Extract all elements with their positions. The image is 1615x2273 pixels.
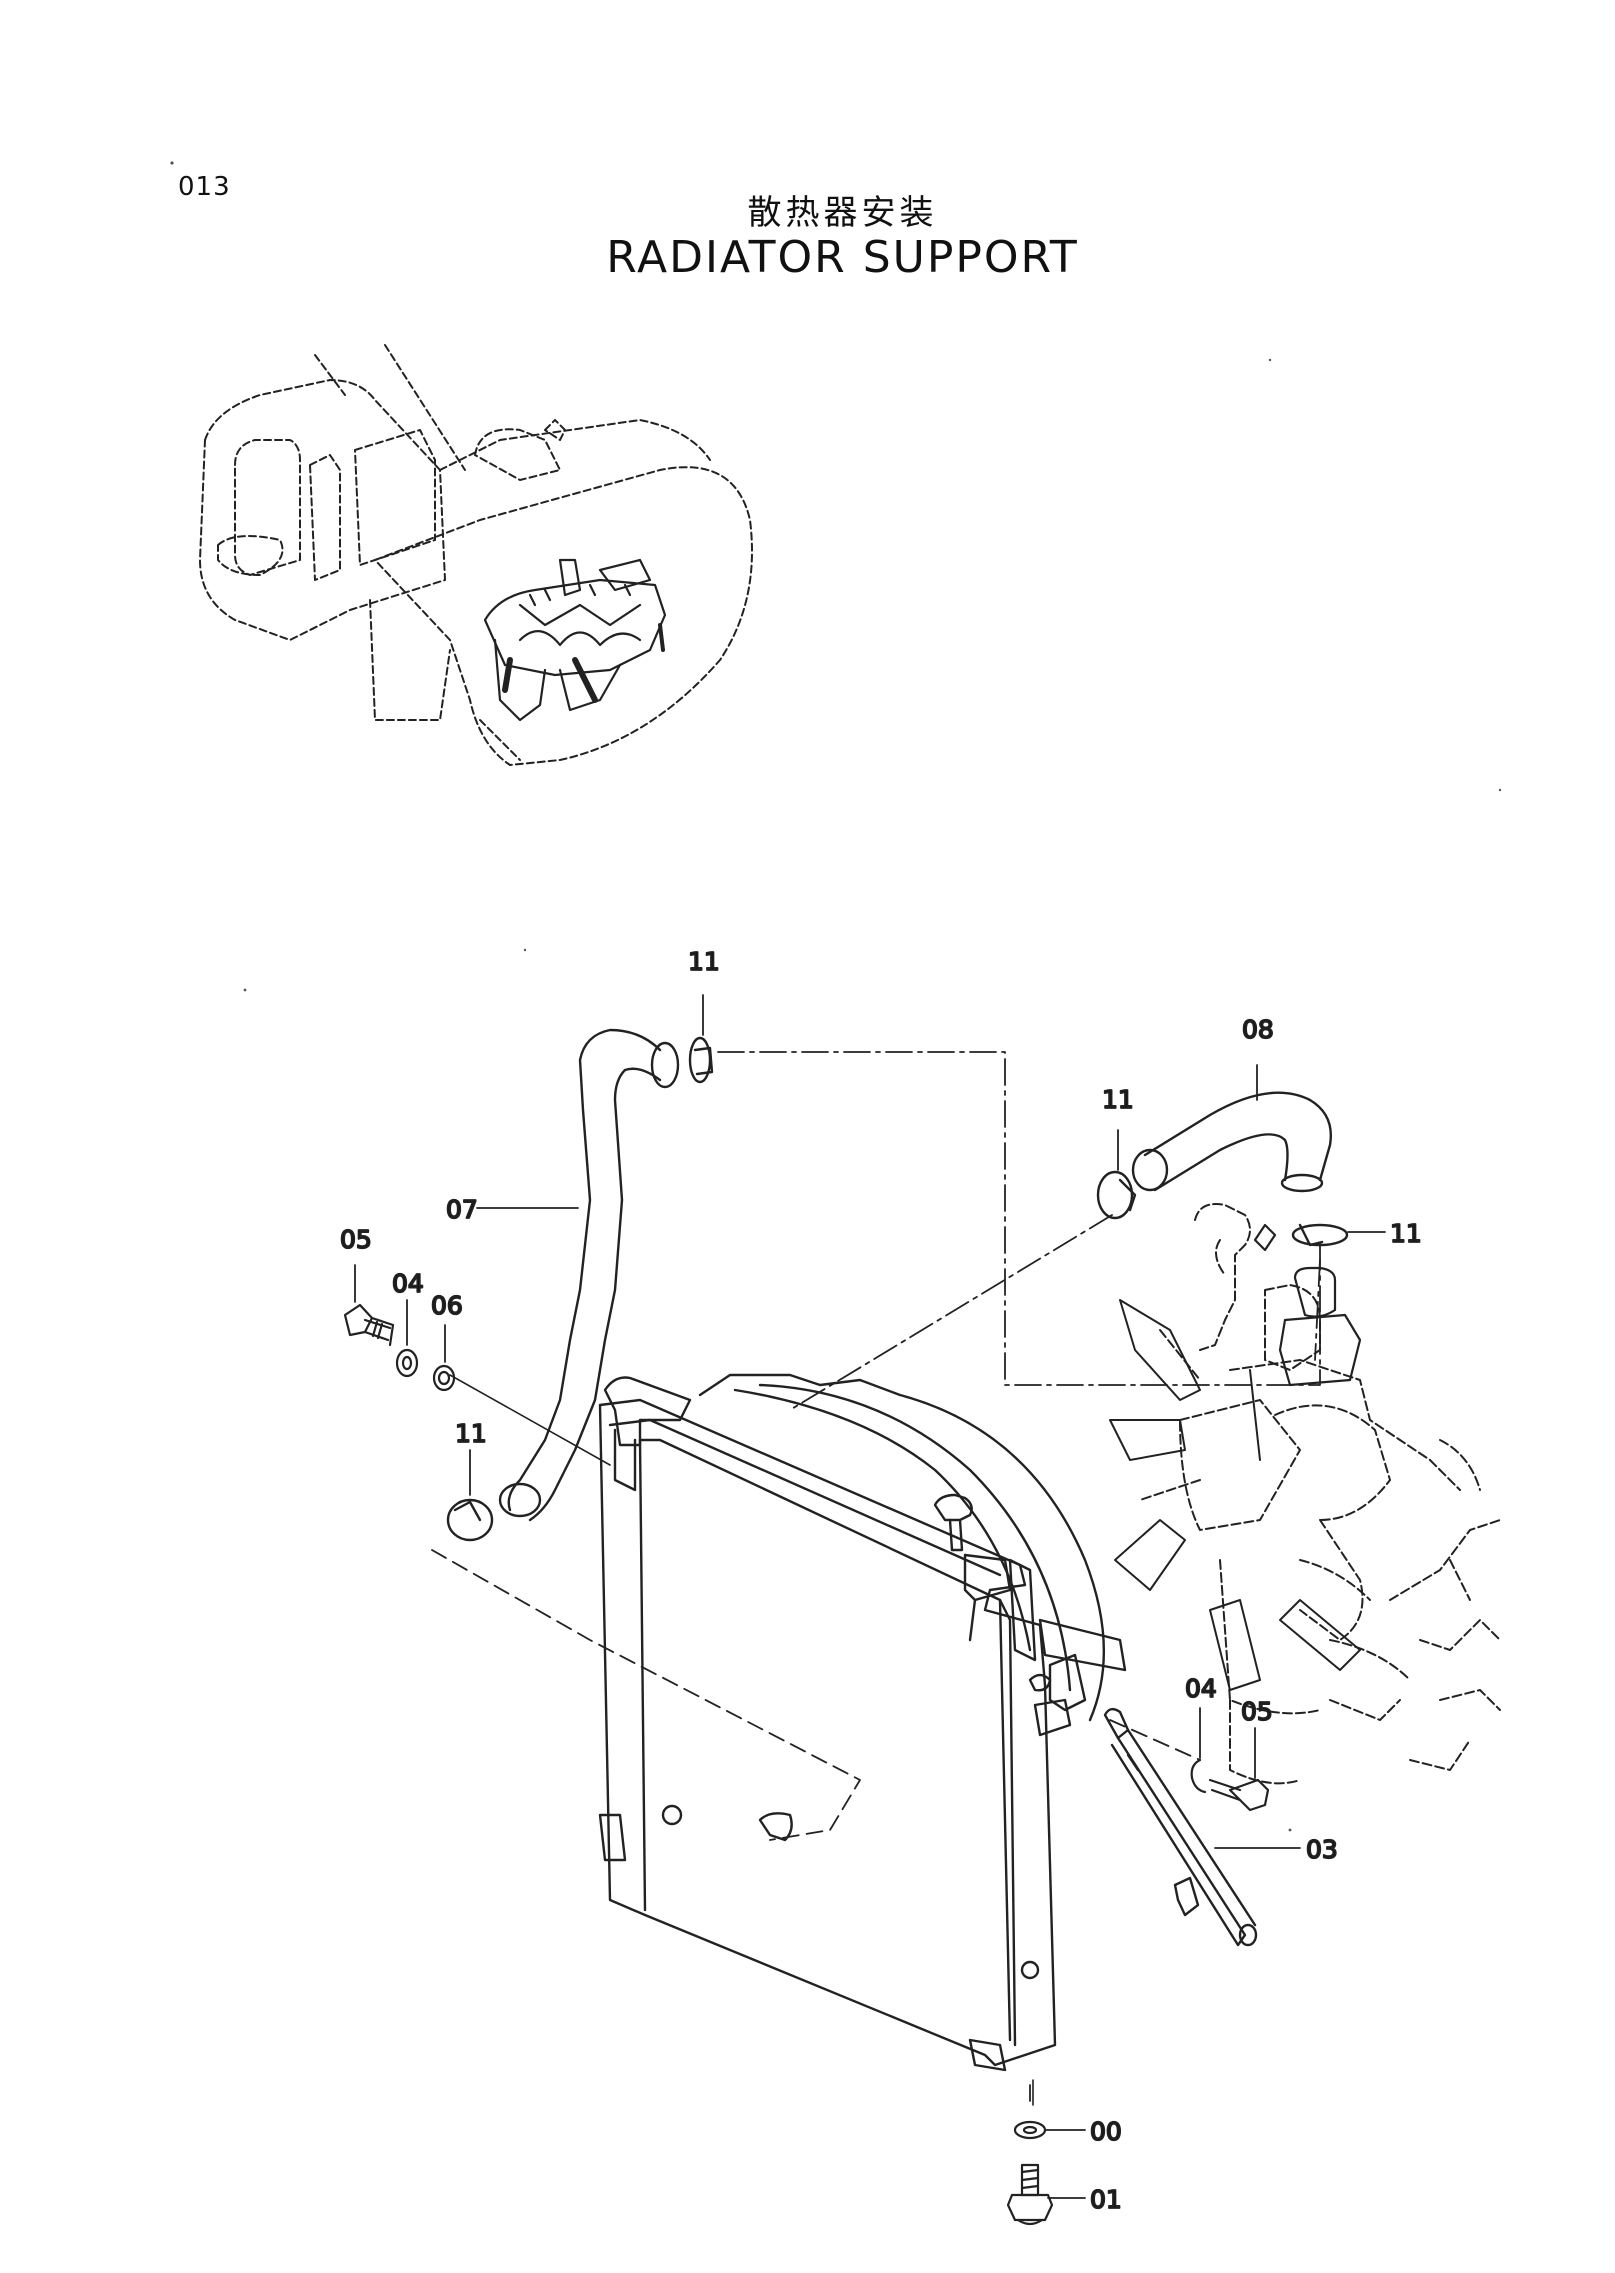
cooling-fan xyxy=(1109,1299,1361,1691)
callout-05-left: 05 xyxy=(340,1225,372,1254)
callout-11-top: 11 xyxy=(688,947,720,976)
lower-hose-08 xyxy=(1131,1091,1332,1193)
leader-guides xyxy=(449,1374,1034,2106)
scan-specks xyxy=(170,161,1502,1832)
callout-06: 06 xyxy=(431,1291,463,1320)
title-chinese: 散热器安装 xyxy=(747,193,938,233)
assembly-lines xyxy=(717,1051,1321,1411)
support-rod-03 xyxy=(1103,1707,1258,1947)
thermostat-housing xyxy=(1249,1223,1362,1461)
callout-04-left: 04 xyxy=(392,1269,424,1298)
hidden-lines xyxy=(431,1549,1201,2106)
page-code: 013 xyxy=(178,172,231,202)
excavator-overview xyxy=(199,344,753,766)
callout-11-upper-right: 11 xyxy=(1102,1085,1134,1114)
callout-03: 03 xyxy=(1306,1835,1338,1864)
callout-04-right: 04 xyxy=(1185,1674,1217,1703)
callouts: 11 08 11 11 07 05 04 06 11 04 05 03 xyxy=(339,946,1423,2215)
callout-05-right: 05 xyxy=(1241,1697,1273,1726)
engine-overview-detail xyxy=(483,558,667,722)
callout-01: 01 xyxy=(1090,2185,1122,2214)
upper-hose-07 xyxy=(498,1028,680,1522)
callout-11-lower-left: 11 xyxy=(455,1419,487,1448)
radiator xyxy=(598,1373,1127,2072)
title-english: RADIATOR SUPPORT xyxy=(606,232,1079,283)
bottom-hardware xyxy=(1006,2120,1054,2226)
hardware xyxy=(343,1303,1270,1812)
callout-00: 00 xyxy=(1090,2117,1122,2146)
hose-clamps xyxy=(446,1036,1349,1542)
callout-07: 07 xyxy=(446,1195,478,1224)
callout-08: 08 xyxy=(1242,1015,1274,1044)
callout-11-right: 11 xyxy=(1390,1219,1422,1248)
